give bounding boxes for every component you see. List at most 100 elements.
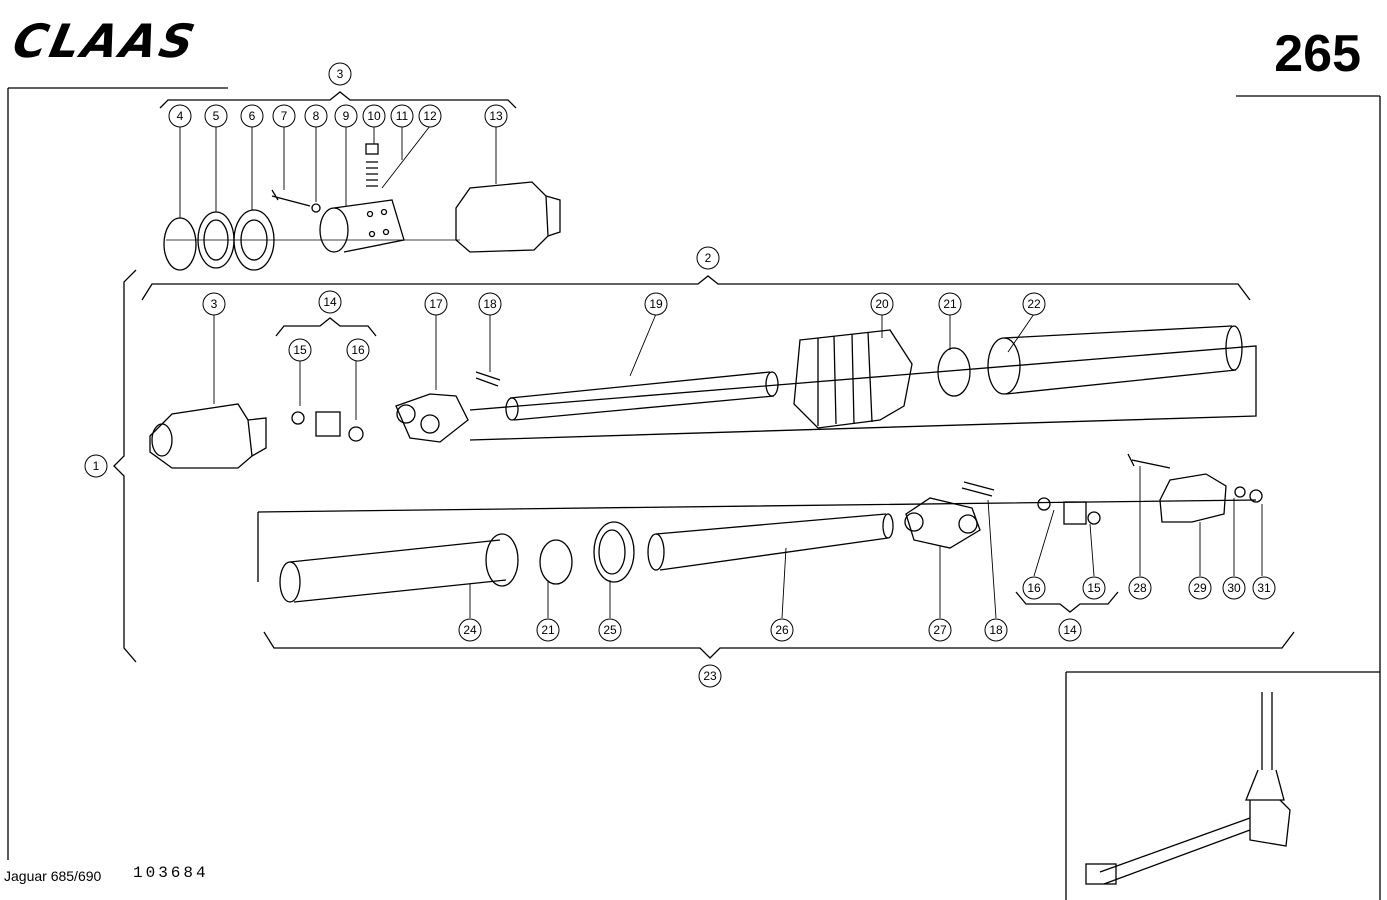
callout-30: 30 [1222,576,1246,600]
callout-15-top: 15 [288,338,312,362]
callout-29: 29 [1188,576,1212,600]
lower-tube-outline [257,499,1257,582]
callout-19: 19 [644,292,668,316]
svg-text:6: 6 [249,109,256,123]
svg-text:16: 16 [1027,581,1041,595]
brace-1 [113,269,137,663]
callout-4: 4 [168,104,192,128]
part-7-bolt [271,189,311,207]
svg-text:18: 18 [483,297,497,311]
svg-text:30: 30 [1227,581,1241,595]
svg-text:17: 17 [429,297,443,311]
svg-text:24: 24 [463,623,477,637]
upper-tube-outline [469,345,1257,441]
callouts: 3 4 5 6 7 8 9 10 11 12 13 2 3 14 15 16 1… [84,62,1276,688]
svg-text:15: 15 [1087,581,1101,595]
part-14-cross-bot [1063,501,1087,525]
part-18-pin [475,371,501,387]
callout-17: 17 [424,292,448,316]
callout-3-mid: 3 [202,292,226,316]
inset-overview-sketch [1085,692,1291,885]
svg-text:16: 16 [351,343,365,357]
svg-text:20: 20 [875,297,889,311]
svg-text:13: 13 [489,109,503,123]
svg-text:23: 23 [703,669,717,683]
callout-21-bot: 21 [536,618,560,642]
callout-7: 7 [272,104,296,128]
brace-23 [263,631,1295,659]
part-20-bellows [793,329,913,429]
callout-18-top: 18 [478,292,502,316]
part-8-washer [311,203,321,213]
svg-text:12: 12 [423,109,437,123]
callout-8: 8 [304,104,328,128]
svg-text:14: 14 [323,295,337,309]
svg-text:11: 11 [396,109,409,123]
part-10-plug [365,143,379,155]
svg-text:2: 2 [705,251,712,265]
part-17-yoke [395,393,469,443]
svg-text:4: 4 [177,109,184,123]
callout-9: 9 [334,104,358,128]
svg-text:10: 10 [367,109,381,123]
callout-2: 2 [696,246,720,270]
svg-text:19: 19 [649,297,663,311]
svg-text:28: 28 [1133,581,1147,595]
callout-10: 10 [362,104,386,128]
callout-21-top: 21 [938,292,962,316]
part-16-ring [348,426,364,442]
callout-16-bot: 16 [1022,576,1046,600]
svg-text:31: 31 [1257,581,1271,595]
svg-text:21: 21 [541,623,555,637]
svg-text:18: 18 [989,623,1003,637]
part-21-ring-bot [539,539,573,585]
part-26-tube-end [647,533,665,571]
document-number: 103684 [133,864,209,882]
part-13-yoke [455,181,549,253]
brand-logo: CLAAS [8,14,203,68]
part-25-ring [593,521,635,583]
callout-26: 26 [770,618,794,642]
part-31-nut [1249,489,1263,503]
model-label: Jaguar 685/690 [4,868,102,884]
svg-text:5: 5 [213,109,220,123]
part-28-bolt [1127,453,1171,469]
callout-5: 5 [204,104,228,128]
callout-27: 27 [928,618,952,642]
part-11-spring [366,161,378,187]
callout-11: 11 [390,104,414,128]
svg-text:14: 14 [1063,623,1077,637]
part-27-yoke [905,497,981,549]
part-30-washer [1234,486,1246,498]
callout-24: 24 [458,618,482,642]
part-29-yoke [1159,473,1227,523]
svg-text:8: 8 [313,109,320,123]
svg-text:22: 22 [1027,297,1041,311]
part-9-hub [319,207,349,253]
brace-3-top [159,91,517,109]
part-18-pin-bot [961,481,995,497]
part-3-yoke [149,403,253,469]
callout-28: 28 [1128,576,1152,600]
callout-14-bot: 14 [1058,618,1082,642]
callout-23: 23 [698,664,722,688]
svg-text:15: 15 [293,343,307,357]
part-19-tube [509,371,775,421]
callout-13: 13 [484,104,508,128]
callout-16-top: 16 [346,338,370,362]
callout-22: 22 [1022,292,1046,316]
callout-20: 20 [870,292,894,316]
svg-text:7: 7 [281,109,288,123]
callout-1: 1 [84,454,108,478]
part-14-cross [315,411,341,437]
callout-31: 31 [1252,576,1276,600]
callout-6: 6 [240,104,264,128]
svg-text:3: 3 [337,67,344,81]
callout-3-top: 3 [328,62,352,86]
part-4-circlip [163,217,197,271]
svg-text:25: 25 [603,623,617,637]
page-number: 265 [1274,25,1361,83]
part-21-ring-top [937,347,971,397]
part-15-ring [291,411,305,425]
